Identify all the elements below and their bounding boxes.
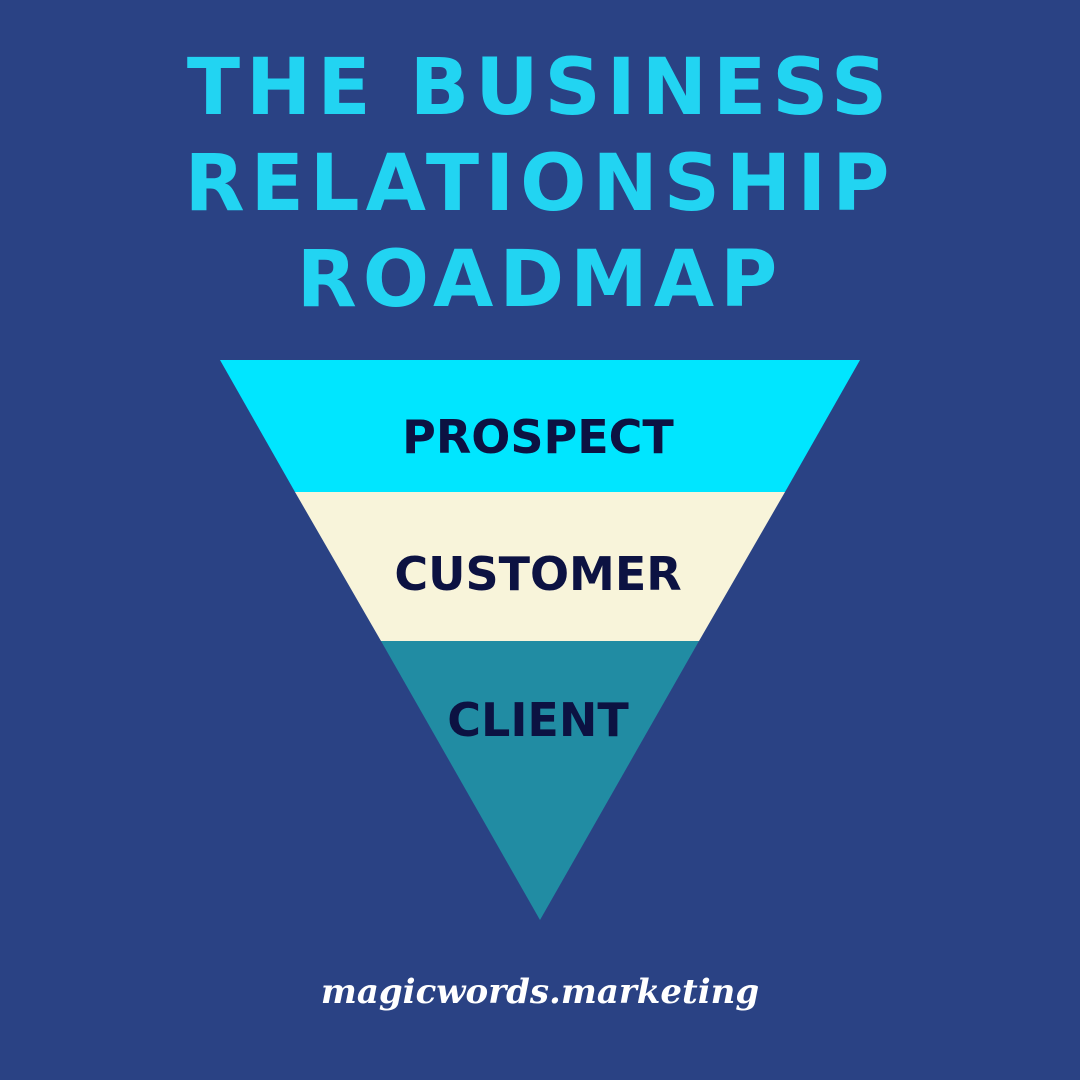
title-line-3: ROADMAP: [296, 235, 784, 325]
funnel-label-prospect: PROSPECT: [402, 410, 674, 464]
title-line-1: THE BUSINESS: [186, 43, 894, 133]
funnel-stage-client: [381, 641, 699, 920]
title-line-2: RELATIONSHIP: [184, 139, 896, 229]
page-title: THE BUSINESS RELATIONSHIP ROADMAP: [0, 40, 1080, 328]
funnel-label-customer: CUSTOMER: [394, 547, 681, 601]
funnel-stage-prospect: [220, 360, 860, 492]
funnel-label-client: CLIENT: [447, 693, 629, 747]
funnel-stage-customer: [295, 492, 785, 641]
website-url: magicwords.marketing: [320, 972, 760, 1012]
